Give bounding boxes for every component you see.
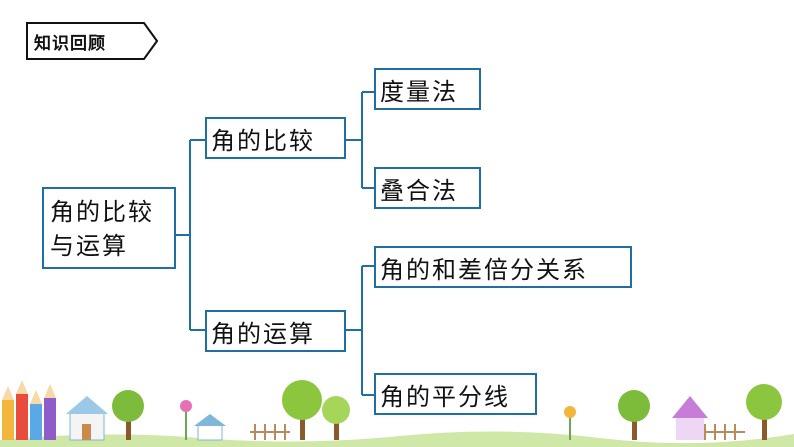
flower-icon [180,400,192,440]
leaf-label: 叠合法 [380,176,458,205]
leaf-label: 度量法 [380,77,458,106]
root-line-2: 与运算 [50,232,128,260]
branch-label: 角的比较 [211,126,315,155]
tree-icon [282,380,322,440]
house-icon [194,414,226,441]
leaf-node-bisector: 角的平分线 [374,373,537,415]
decorative-landscape [0,380,794,447]
leaf-label: 角的平分线 [380,382,510,411]
leaf-node-overlap: 叠合法 [374,167,481,209]
fence-icon [250,424,745,440]
leaf-node-measure: 度量法 [374,68,481,110]
root-line-1: 角的比较 [50,198,154,226]
section-tag-label: 知识回顾 [34,34,106,54]
branch-node-comparison: 角的比较 [205,117,346,159]
branch-node-operation: 角的运算 [205,310,346,352]
tree-icon [112,390,144,440]
leaf-label: 角的和差倍分关系 [380,255,588,284]
root-node: 角的比较 与运算 [42,187,176,269]
leaf-node-sum-diff: 角的和差倍分关系 [374,246,632,288]
tent-icon [672,396,708,440]
house-icon [66,396,108,441]
branch-label: 角的运算 [211,319,315,348]
tree-icon [618,390,650,440]
pencil-icon-group [2,380,56,440]
section-tag-frame [26,22,158,60]
grass-band [0,431,794,447]
tree-icon [746,384,782,440]
tree-icon [322,396,350,440]
flower-icon [564,406,576,440]
